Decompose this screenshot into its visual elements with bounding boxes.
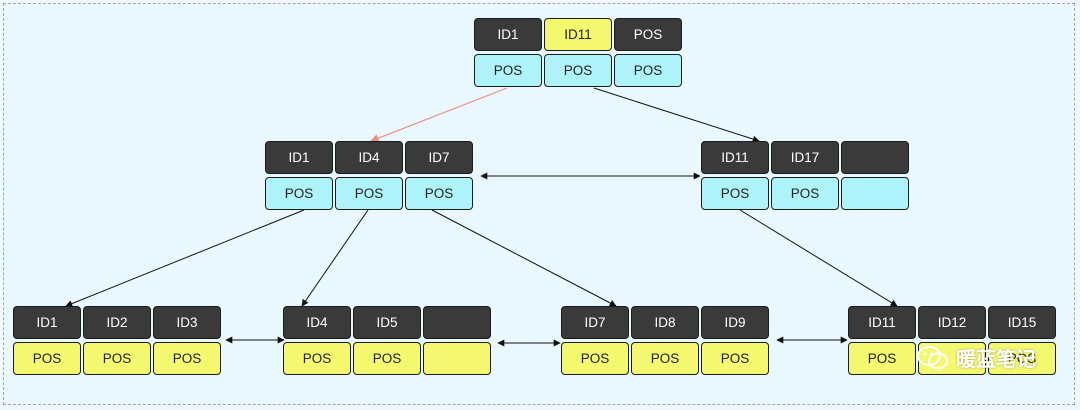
root-key-2: ID11 bbox=[544, 18, 612, 51]
internal-left-key-2: ID4 bbox=[335, 141, 403, 174]
leaf-1-key-2: ID2 bbox=[83, 306, 151, 339]
leaf-1-pos-1: POS bbox=[13, 342, 81, 375]
edge-root-to-internal-right bbox=[593, 87, 760, 143]
watermark-text: 暖蓝笔记 bbox=[956, 349, 1036, 371]
leaf-4-key-2: ID12 bbox=[918, 306, 986, 339]
edge-internal-right-to-leaf-4 bbox=[739, 209, 898, 307]
leaf-2-key-2: ID5 bbox=[353, 306, 421, 339]
watermark: 暖蓝笔记 bbox=[916, 343, 1036, 372]
leaf-1-pos-3: POS bbox=[153, 342, 221, 375]
internal-left-key-1: ID1 bbox=[265, 141, 333, 174]
tree-links bbox=[65, 87, 898, 347]
internal-right-pos-3 bbox=[841, 177, 909, 210]
internal-left-key-3: ID7 bbox=[405, 141, 473, 174]
root-pos-3: POS bbox=[614, 54, 682, 87]
edge-internal-left-to-leaf-1 bbox=[65, 209, 305, 307]
edge-internal-left-to-leaf-3 bbox=[431, 209, 617, 307]
internal-right-key-2: ID17 bbox=[771, 141, 839, 174]
internal-right-pos-2: POS bbox=[771, 177, 839, 210]
internal-right-key-1: ID11 bbox=[701, 141, 769, 174]
root-key-3: POS bbox=[614, 18, 682, 51]
internal-left-pos-1: POS bbox=[265, 177, 333, 210]
edge-internal-left-to-leaf-2 bbox=[301, 209, 369, 307]
leaf-2-pos-2: POS bbox=[353, 342, 421, 375]
internal-right-key-3 bbox=[841, 141, 909, 174]
leaf-4-key-1: ID11 bbox=[848, 306, 916, 339]
leaf-4-pos-1: POS bbox=[848, 342, 916, 375]
internal-right-pos-1: POS bbox=[701, 177, 769, 210]
root-pos-1: POS bbox=[474, 54, 542, 87]
leaf-4-pos-3: POS bbox=[988, 342, 1056, 375]
edge-root-to-internal-left bbox=[370, 87, 508, 143]
leaf-4-key-3: ID15 bbox=[988, 306, 1056, 339]
leaf-1-pos-2: POS bbox=[83, 342, 151, 375]
leaf-2-key-1: ID4 bbox=[283, 306, 351, 339]
diagram-canvas: ID1 ID11 POS POS POS POS ID1 ID4 ID7 POS… bbox=[3, 3, 1075, 405]
leaf-2-key-3 bbox=[423, 306, 491, 339]
leaf-2-pos-3 bbox=[423, 342, 491, 375]
leaf-3-pos-1: POS bbox=[561, 342, 629, 375]
leaf-3-pos-3: POS bbox=[701, 342, 769, 375]
leaf-1-key-3: ID3 bbox=[153, 306, 221, 339]
leaf-1-key-1: ID1 bbox=[13, 306, 81, 339]
root-pos-2: POS bbox=[544, 54, 612, 87]
leaf-3-key-1: ID7 bbox=[561, 306, 629, 339]
leaf-3-key-2: ID8 bbox=[631, 306, 699, 339]
leaf-2-pos-1: POS bbox=[283, 342, 351, 375]
wechat-icon bbox=[917, 345, 948, 369]
leaf-3-key-3: ID9 bbox=[701, 306, 769, 339]
internal-left-pos-3: POS bbox=[405, 177, 473, 210]
internal-left-pos-2: POS bbox=[335, 177, 403, 210]
root-key-1: ID1 bbox=[474, 18, 542, 51]
leaf-3-pos-2: POS bbox=[631, 342, 699, 375]
